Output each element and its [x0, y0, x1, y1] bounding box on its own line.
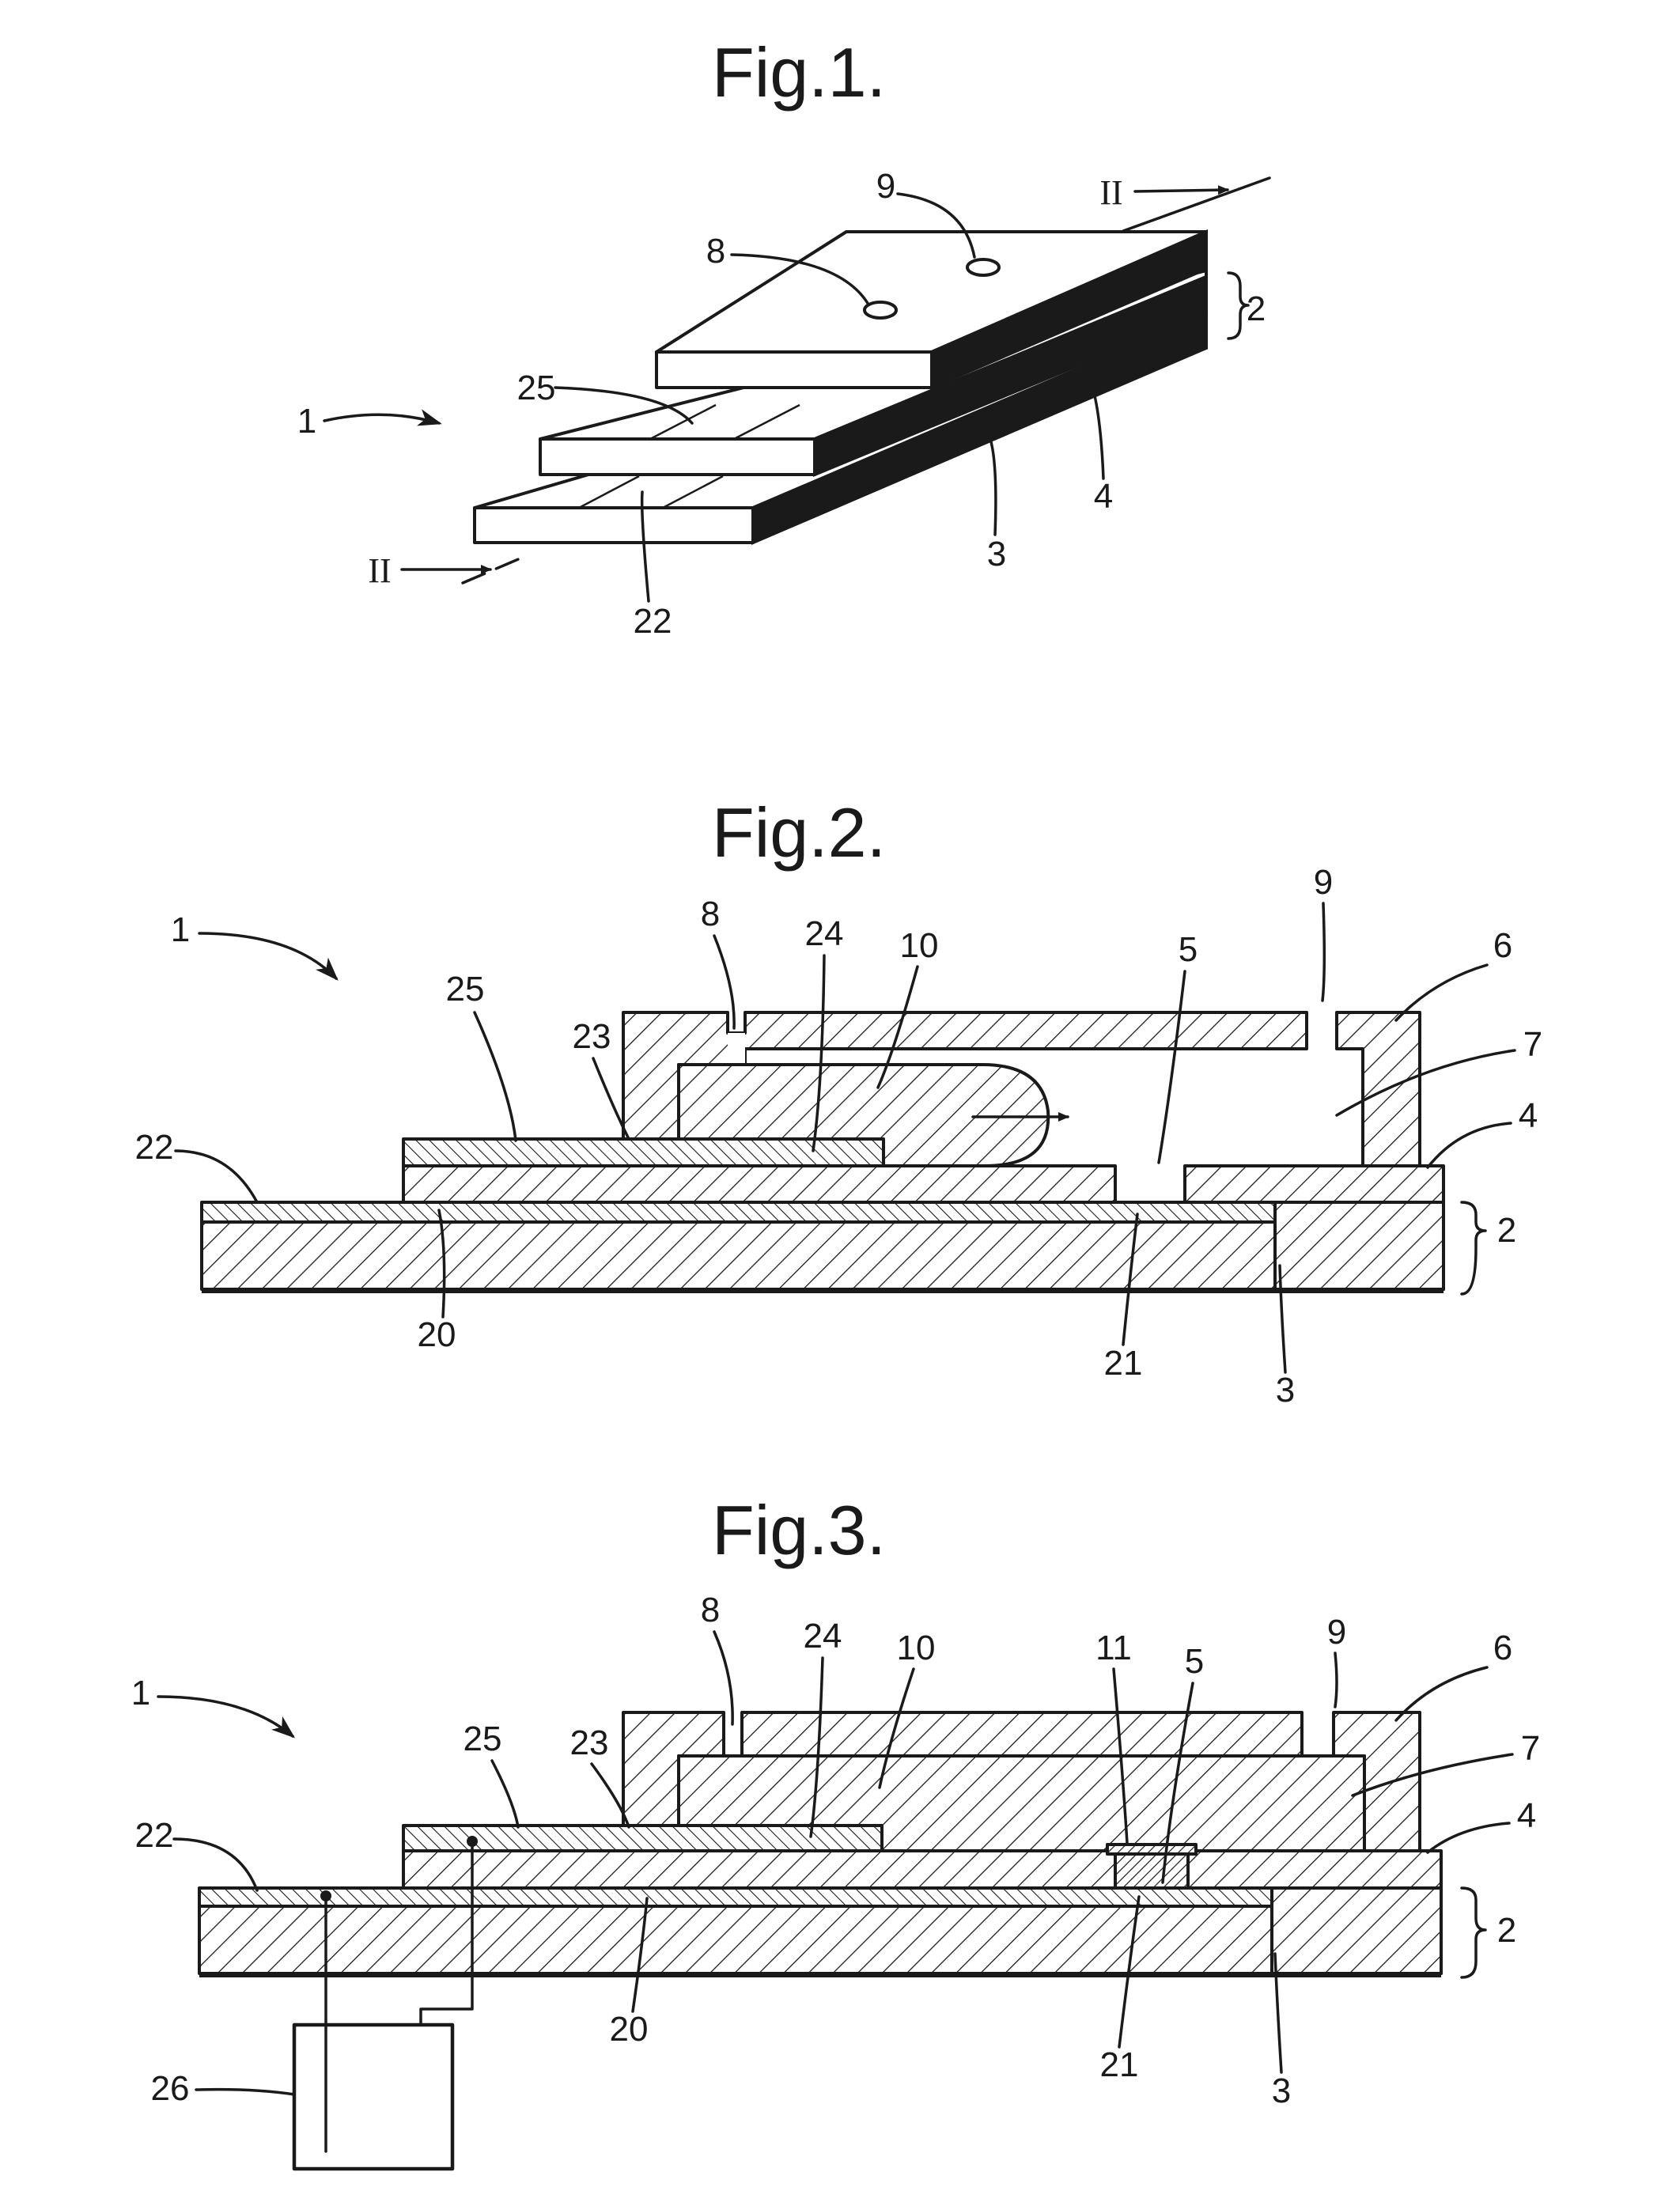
fig2-substrate-3-body	[202, 1222, 1444, 1289]
fig2-label-9: 9	[1314, 863, 1333, 902]
fig3-label-24: 24	[804, 1617, 842, 1655]
fig1-label-22: 22	[634, 602, 672, 641]
figure-1: Fig.1. 9	[297, 33, 1269, 641]
figure-3: Fig.3.	[131, 1491, 1540, 2169]
fig3-label-1: 1	[131, 1674, 150, 1712]
fig2-electrode-22	[202, 1202, 1275, 1222]
fig2-label-10: 10	[900, 926, 939, 965]
fig3-layer-4	[403, 1851, 1441, 1888]
fig2-vent-8-wall	[728, 1033, 745, 1065]
fig3-cross-section	[199, 1712, 1441, 2169]
fig3-label-11: 11	[1095, 1629, 1132, 1667]
fig3-label-2: 2	[1497, 1911, 1516, 1950]
fig3-label-23: 23	[570, 1723, 609, 1762]
fig2-label-3: 3	[1276, 1371, 1295, 1409]
fig1-label-8: 8	[706, 232, 725, 271]
fig1-strip-body	[463, 178, 1269, 583]
fig3-label-20: 20	[610, 2010, 649, 2049]
fig3-label-10: 10	[897, 1629, 936, 1667]
fig3-label-22: 22	[135, 1816, 174, 1855]
fig1-title: Fig.1.	[712, 33, 886, 112]
fig2-label-7: 7	[1523, 1025, 1542, 1064]
fig2-label-21: 21	[1104, 1344, 1143, 1383]
fig2-label-22: 22	[135, 1128, 174, 1167]
fig3-channel-5	[1115, 1854, 1188, 1888]
fig3-electrode-22	[199, 1888, 1272, 1906]
fig3-label-4: 4	[1517, 1796, 1536, 1835]
fig1-label-2: 2	[1247, 289, 1266, 328]
fig1-layer3-front	[475, 508, 753, 543]
fig3-meter-26	[294, 2025, 452, 2169]
fig2-substrate-3-step	[1275, 1202, 1444, 1289]
fig3-cover-6-middle	[742, 1712, 1302, 1756]
fig1-label-II-bottom: II	[368, 551, 391, 590]
fig2-label-24: 24	[805, 914, 844, 953]
fig3-label-25: 25	[464, 1720, 502, 1758]
fig3-label-8: 8	[701, 1591, 720, 1629]
fig1-hole-9	[967, 259, 999, 275]
fig1-label-25: 25	[517, 369, 556, 407]
fig3-label-6: 6	[1493, 1629, 1512, 1667]
fig2-label-1: 1	[171, 910, 190, 949]
fig2-label-25: 25	[446, 970, 485, 1008]
fig3-label-26: 26	[151, 2069, 190, 2108]
fig3-label-5: 5	[1185, 1642, 1204, 1681]
fig3-label-9: 9	[1327, 1613, 1346, 1652]
fig1-label-3: 3	[987, 535, 1006, 573]
fig1-label-4: 4	[1094, 477, 1113, 516]
fig2-title: Fig.2.	[712, 793, 886, 872]
fig1-label-9: 9	[876, 167, 895, 206]
fig1-layer4-front	[540, 439, 815, 475]
fig2-electrode-25	[403, 1139, 884, 1166]
fig3-label-21: 21	[1100, 2045, 1139, 2084]
fig1-label-II-top: II	[1099, 173, 1122, 212]
fig2-label-20: 20	[418, 1315, 456, 1354]
fig2-label-4: 4	[1519, 1096, 1538, 1135]
fig2-label-8: 8	[701, 895, 720, 933]
fig3-label-7: 7	[1521, 1729, 1540, 1768]
fig2-label-5: 5	[1179, 930, 1198, 969]
fig3-substrate-3-step	[1272, 1888, 1441, 1973]
fig3-label-3: 3	[1272, 2072, 1291, 2110]
fig3-title: Fig.3.	[712, 1491, 886, 1569]
fig2-label-2: 2	[1497, 1211, 1516, 1250]
fig2-cover-6-right	[1337, 1012, 1420, 1166]
fig1-layer6-front	[656, 352, 932, 388]
fig2-layer-4-left	[403, 1166, 1115, 1202]
fig1-label-1: 1	[297, 402, 316, 441]
fig2-layer-4-right	[1185, 1166, 1444, 1202]
fig2-label-6: 6	[1493, 926, 1512, 965]
figure-2: Fig.2. 1 8	[135, 793, 1543, 1409]
fig3-substrate-3-body	[199, 1906, 1441, 1973]
fig2-label-23: 23	[573, 1017, 611, 1056]
